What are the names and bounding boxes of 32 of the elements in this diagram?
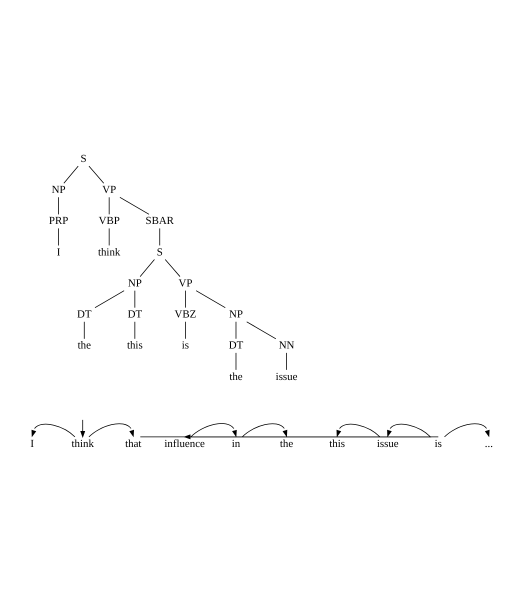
node-text: VP	[102, 184, 116, 196]
node-text: the	[280, 437, 294, 450]
node-text: NN	[278, 339, 294, 352]
node-text: this	[126, 339, 143, 352]
node-text: is	[182, 339, 190, 352]
node-text: is	[434, 437, 442, 450]
node-text: I	[30, 437, 34, 450]
node-text: the	[229, 370, 243, 382]
node-text: think	[98, 246, 120, 258]
node-text: issue	[276, 370, 298, 382]
node-text: VBZ	[174, 308, 196, 320]
node-text: NP	[229, 308, 243, 320]
node-text: VP	[178, 276, 192, 289]
node-text: NP	[128, 276, 142, 289]
node-text: VBP	[98, 214, 120, 227]
node-text: this	[329, 437, 345, 450]
node-text: S	[156, 246, 163, 258]
node-text: DT	[77, 308, 92, 320]
node-text: the	[78, 339, 91, 352]
node-text: issue	[376, 437, 399, 450]
node-text: DT	[228, 339, 244, 352]
node-text: SBAR	[146, 214, 174, 227]
node-text: that	[125, 437, 142, 450]
node-text: S	[80, 152, 87, 164]
node-text: influence	[164, 437, 205, 450]
node-text: DT	[128, 308, 142, 320]
node-text: in	[232, 437, 240, 450]
node-text: ...	[484, 437, 493, 450]
node-text: think	[72, 437, 94, 450]
node-text: NP	[52, 184, 66, 196]
node-text: I	[56, 246, 60, 258]
node-text: PRP	[48, 214, 68, 227]
